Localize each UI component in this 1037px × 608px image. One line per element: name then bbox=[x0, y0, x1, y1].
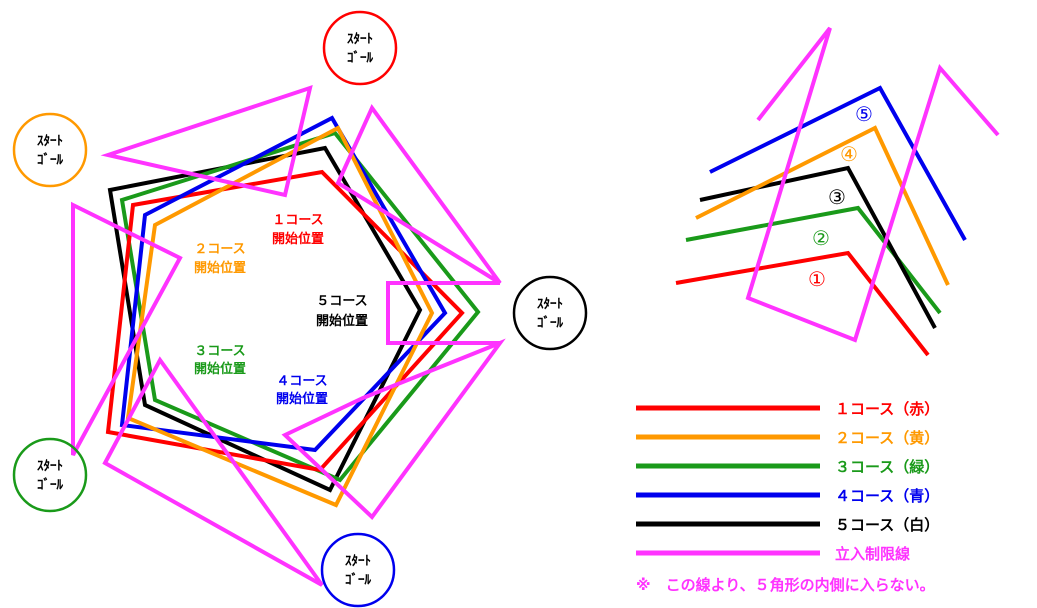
start-label: ｽﾀｰﾄ bbox=[347, 32, 373, 47]
corner-detail bbox=[675, 26, 1000, 357]
course-1-line bbox=[105, 169, 465, 473]
restriction-lower-left bbox=[102, 356, 324, 587]
course-4-start: 開始位置 bbox=[276, 391, 328, 407]
restriction-top-left bbox=[100, 84, 313, 198]
course-3-start: 開始位置 bbox=[194, 361, 246, 377]
detail-numbers: ① ② ③ ④ ⑤ bbox=[808, 102, 873, 291]
course-4-line bbox=[119, 115, 448, 453]
start-goal-left: ｽﾀｰﾄ ｺﾞｰﾙ bbox=[12, 112, 88, 188]
course-3-name: ３コース bbox=[194, 344, 245, 359]
course-2-start: 開始位置 bbox=[194, 260, 246, 276]
start-label: ｽﾀｰﾄ bbox=[37, 459, 63, 474]
course-3-label: ３コース 開始位置 bbox=[194, 344, 246, 377]
detail-course-2 bbox=[685, 205, 942, 315]
goal-label: ｺﾞｰﾙ bbox=[345, 572, 372, 588]
start-label: ｽﾀｰﾄ bbox=[537, 297, 563, 312]
detail-course-1 bbox=[675, 250, 930, 357]
detail-course-4 bbox=[695, 125, 950, 286]
start-goal-right: ｽﾀｰﾄ ｺﾞｰﾙ bbox=[512, 275, 588, 351]
detail-number-2: ② bbox=[812, 226, 830, 250]
legend-label-limit: 立入制限線 bbox=[835, 545, 910, 563]
course-2-label: ２コース 開始位置 bbox=[194, 242, 246, 276]
start-label: ｽﾀｰﾄ bbox=[345, 554, 371, 569]
goal-label: ｺﾞｰﾙ bbox=[37, 477, 64, 493]
course-4-name: ４コース bbox=[276, 374, 327, 389]
start-goal-bottom: ｽﾀｰﾄ ｺﾞｰﾙ bbox=[320, 532, 396, 608]
course-1-name: １コース bbox=[272, 213, 323, 228]
course-5-name: ５コース bbox=[316, 294, 367, 309]
course-2-name: ２コース bbox=[194, 242, 245, 257]
detail-number-4: ④ bbox=[840, 142, 858, 166]
start-goal-lower-left: ｽﾀｰﾄ ｺﾞｰﾙ bbox=[12, 437, 88, 513]
legend-note: ※ この線より、５角形の内側に入らない。 bbox=[636, 576, 935, 594]
course-1-start: 開始位置 bbox=[272, 231, 324, 247]
goal-label: ｺﾞｰﾙ bbox=[37, 152, 64, 168]
detail-number-1: ① bbox=[808, 267, 826, 291]
legend-label-2: ２コース（黄） bbox=[835, 429, 939, 447]
start-label: ｽﾀｰﾄ bbox=[37, 134, 63, 149]
course-5-label: ５コース 開始位置 bbox=[316, 294, 368, 329]
restriction-left bbox=[71, 201, 183, 456]
detail-course-5 bbox=[709, 85, 967, 241]
legend: １コース（赤） ２コース（黄） ３コース（緑） ４コース（青） ５コース（白） … bbox=[636, 400, 939, 594]
legend-label-1: １コース（赤） bbox=[835, 400, 939, 418]
course-1-label: １コース 開始位置 bbox=[272, 213, 324, 247]
detail-restriction bbox=[745, 26, 1000, 343]
goal-label: ｺﾞｰﾙ bbox=[537, 315, 564, 331]
restriction-zones bbox=[71, 84, 506, 587]
start-goal-top: ｽﾀｰﾄ ｺﾞｰﾙ bbox=[322, 10, 398, 86]
legend-label-4: ４コース（青） bbox=[835, 487, 939, 505]
detail-number-3: ③ bbox=[828, 185, 846, 209]
detail-number-5: ⑤ bbox=[855, 102, 873, 126]
legend-label-3: ３コース（緑） bbox=[835, 458, 939, 476]
goal-label: ｺﾞｰﾙ bbox=[347, 50, 374, 66]
restriction-top-right bbox=[335, 104, 502, 285]
course-4-label: ４コース 開始位置 bbox=[276, 374, 328, 407]
restriction-right-gate bbox=[386, 281, 500, 345]
course-5-start: 開始位置 bbox=[316, 313, 368, 329]
legend-label-5: ５コース（白） bbox=[835, 516, 939, 534]
